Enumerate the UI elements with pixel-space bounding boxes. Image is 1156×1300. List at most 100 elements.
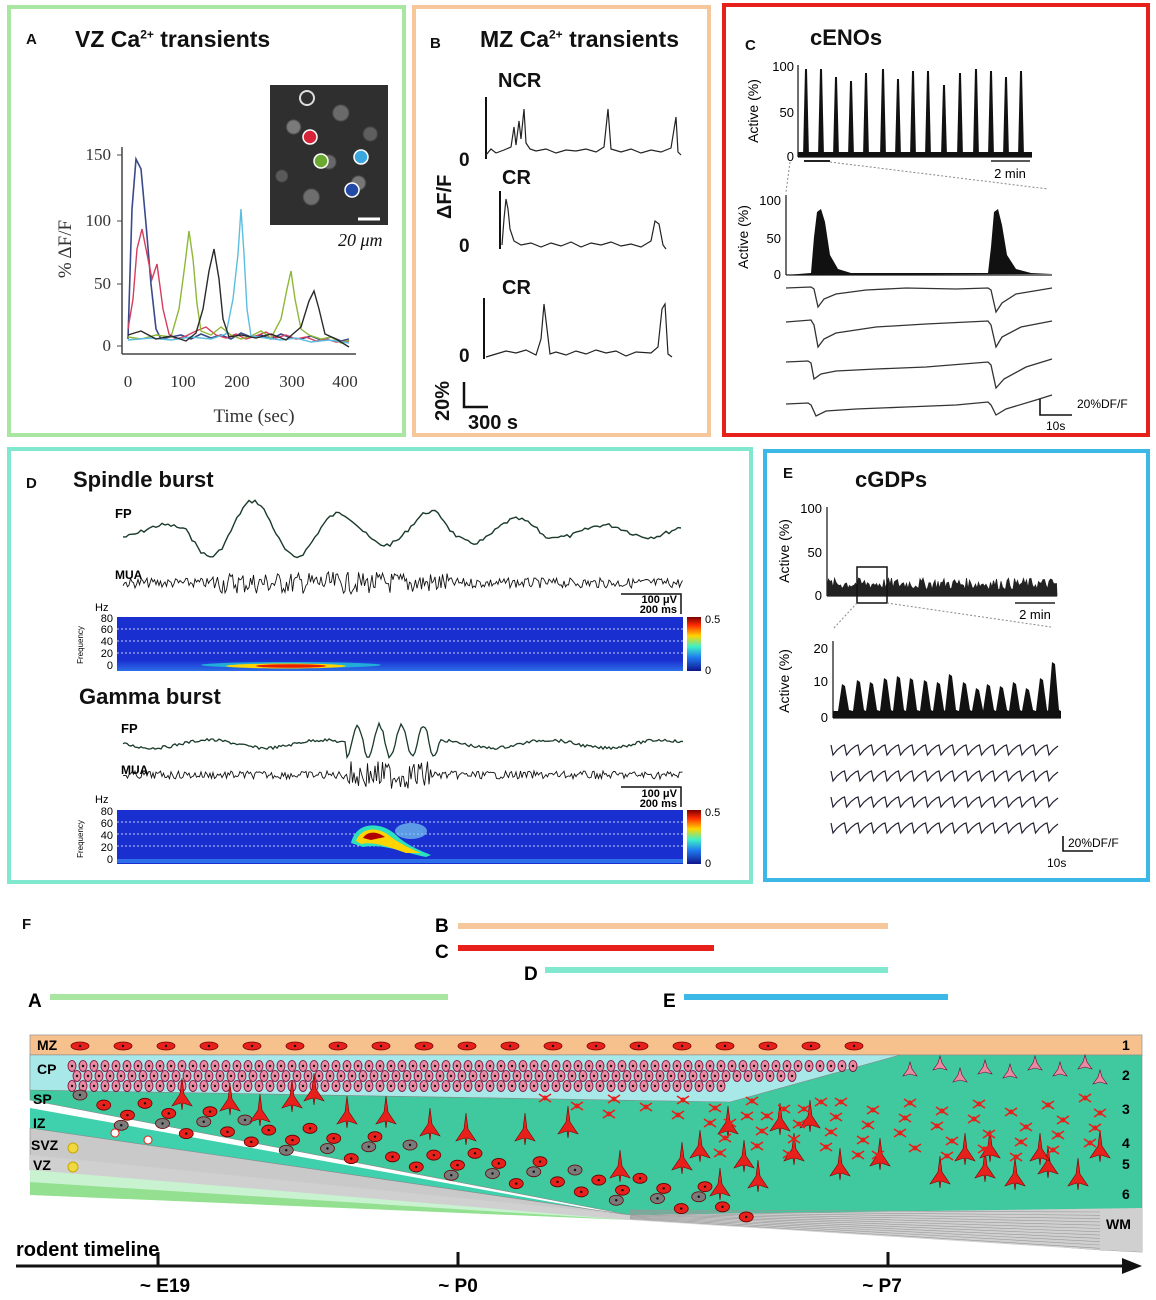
c-overview-spike	[833, 77, 839, 157]
mz-cell-nucleus	[680, 1044, 684, 1048]
cell-red-marker	[302, 129, 318, 145]
panel-label-f: F	[22, 916, 32, 933]
cp-cell-nucleus	[548, 1074, 552, 1078]
trace-black	[127, 248, 350, 348]
cp-cell-nucleus	[675, 1084, 679, 1088]
cp-cell-nucleus	[389, 1084, 393, 1088]
timeline-label: rodent timeline	[16, 1239, 159, 1261]
timeline-label-p7: ~ P7	[862, 1276, 902, 1297]
mz-cell-nucleus	[250, 1044, 254, 1048]
cp-cell-nucleus	[389, 1064, 393, 1068]
pyramidal-neuron	[557, 1105, 579, 1139]
c-df-trace-3	[785, 358, 1053, 390]
c-zoom-line-left	[785, 161, 791, 193]
cp-cell-nucleus	[202, 1084, 206, 1088]
panel-a-title-tail: transients	[153, 26, 271, 52]
cp-cell-nucleus	[658, 1074, 662, 1078]
migrating-cell-nucleus	[326, 1147, 329, 1150]
stellate-soma	[744, 1113, 750, 1119]
cp-cell-nucleus	[152, 1074, 156, 1078]
wm-fiber-line	[629, 1210, 1101, 1216]
cp-cell-nucleus	[158, 1084, 162, 1088]
x-tick-300: 300	[279, 372, 305, 391]
gamma-fp-trace	[122, 721, 684, 760]
timeline-label-e19: ~ E19	[140, 1276, 190, 1297]
cp-cell-nucleus	[86, 1074, 90, 1078]
c-overview-spike	[973, 69, 979, 157]
d-ft2-80: 80	[101, 806, 113, 818]
migrating-cell-nucleus	[285, 1149, 288, 1152]
cp-cell-nucleus	[191, 1064, 195, 1068]
zone-label-sp: SP	[33, 1091, 52, 1107]
mz-cell-nucleus	[379, 1044, 383, 1048]
d-scale-uv-1: 100 μV	[642, 594, 678, 606]
cp-cell-nucleus	[367, 1084, 371, 1088]
cp-cell-nucleus	[240, 1074, 244, 1078]
d-ft2-60: 60	[101, 818, 113, 830]
layer-label-4: 4	[1122, 1135, 1130, 1151]
layer2-neuron	[952, 1066, 968, 1083]
wm-fiber-line	[629, 1209, 1101, 1213]
cp-cell-nucleus	[499, 1064, 503, 1068]
wm-fiber-line	[629, 1218, 1101, 1249]
d-fp-label-2: FP	[121, 721, 138, 736]
d-cbar-max-2: 0.5	[705, 807, 720, 819]
e-zoom-tick-10: 10	[814, 674, 828, 689]
trace-label-cr-2: CR	[502, 277, 531, 299]
trace-label-cr-1: CR	[502, 167, 531, 189]
y-tick-0: 0	[103, 336, 112, 355]
cp-cell-nucleus	[273, 1074, 277, 1078]
e-top-tick-100: 100	[800, 501, 822, 516]
e-df-traces	[830, 744, 1059, 835]
d-cbar-min-2: 0	[705, 858, 711, 870]
stellate-soma	[823, 1144, 829, 1150]
cp-cell-nucleus	[147, 1084, 151, 1088]
cp-cell-nucleus	[471, 1074, 475, 1078]
migrating-cell-nucleus	[532, 1170, 535, 1173]
zero-label-2: 0	[459, 236, 470, 257]
cp-cell-nucleus	[620, 1084, 624, 1088]
cp-cell-nucleus	[609, 1084, 613, 1088]
pyramidal-neuron	[733, 1139, 755, 1173]
c-overview-spike	[803, 69, 809, 157]
c-overview-spike	[925, 71, 931, 157]
cp-cell-nucleus	[422, 1064, 426, 1068]
migrating-cell-nucleus	[721, 1205, 724, 1209]
stellate-soma	[722, 1135, 728, 1141]
spindle-burst-title: Spindle burst	[73, 467, 214, 492]
e-zoom-box	[856, 566, 888, 604]
pyramidal-neuron	[1089, 1129, 1111, 1163]
pyramidal-neuron	[799, 1099, 821, 1133]
cp-cell-nucleus	[356, 1084, 360, 1088]
pyramidal-neuron	[375, 1095, 397, 1129]
cp-cell-nucleus	[614, 1074, 618, 1078]
stellate-soma	[712, 1105, 718, 1111]
migrating-cell-nucleus	[291, 1138, 294, 1142]
zone-label-mz: MZ	[37, 1037, 58, 1053]
stellate-soma	[1023, 1124, 1029, 1130]
migrating-cell-nucleus	[308, 1127, 312, 1130]
e-zoom-tick-20: 20	[814, 641, 828, 656]
mz-cell-nucleus	[121, 1044, 125, 1048]
pyramidal-neuron	[249, 1093, 271, 1127]
stellate-soma	[1045, 1102, 1051, 1108]
cp-cell-nucleus	[207, 1074, 211, 1078]
cp-cell-nucleus	[493, 1074, 497, 1078]
migrating-cell-nucleus	[102, 1103, 105, 1107]
zone-label-svz: SVZ	[31, 1137, 59, 1153]
c-overview-spike	[957, 73, 963, 157]
d-freq-ticks-2: 80 60 40 20 0	[101, 806, 113, 866]
c-zoom-tick-0: 0	[774, 267, 781, 282]
stellate-soma	[643, 1104, 649, 1110]
migrating-cell-nucleus	[662, 1187, 665, 1190]
e-scale-t: 10s	[1047, 856, 1066, 870]
panel-e-title: cGDPs	[855, 467, 928, 492]
trace-label-ncr: NCR	[498, 70, 542, 92]
d-ft1-20: 20	[101, 648, 113, 660]
progenitor-cell-1	[67, 1142, 79, 1154]
cp-cell-nucleus	[416, 1074, 420, 1078]
cell-green-marker	[313, 153, 329, 169]
wm-fiber-line	[629, 1212, 1101, 1223]
cp-cell-nucleus	[735, 1074, 739, 1078]
pyramidal-neuron	[974, 1149, 996, 1183]
